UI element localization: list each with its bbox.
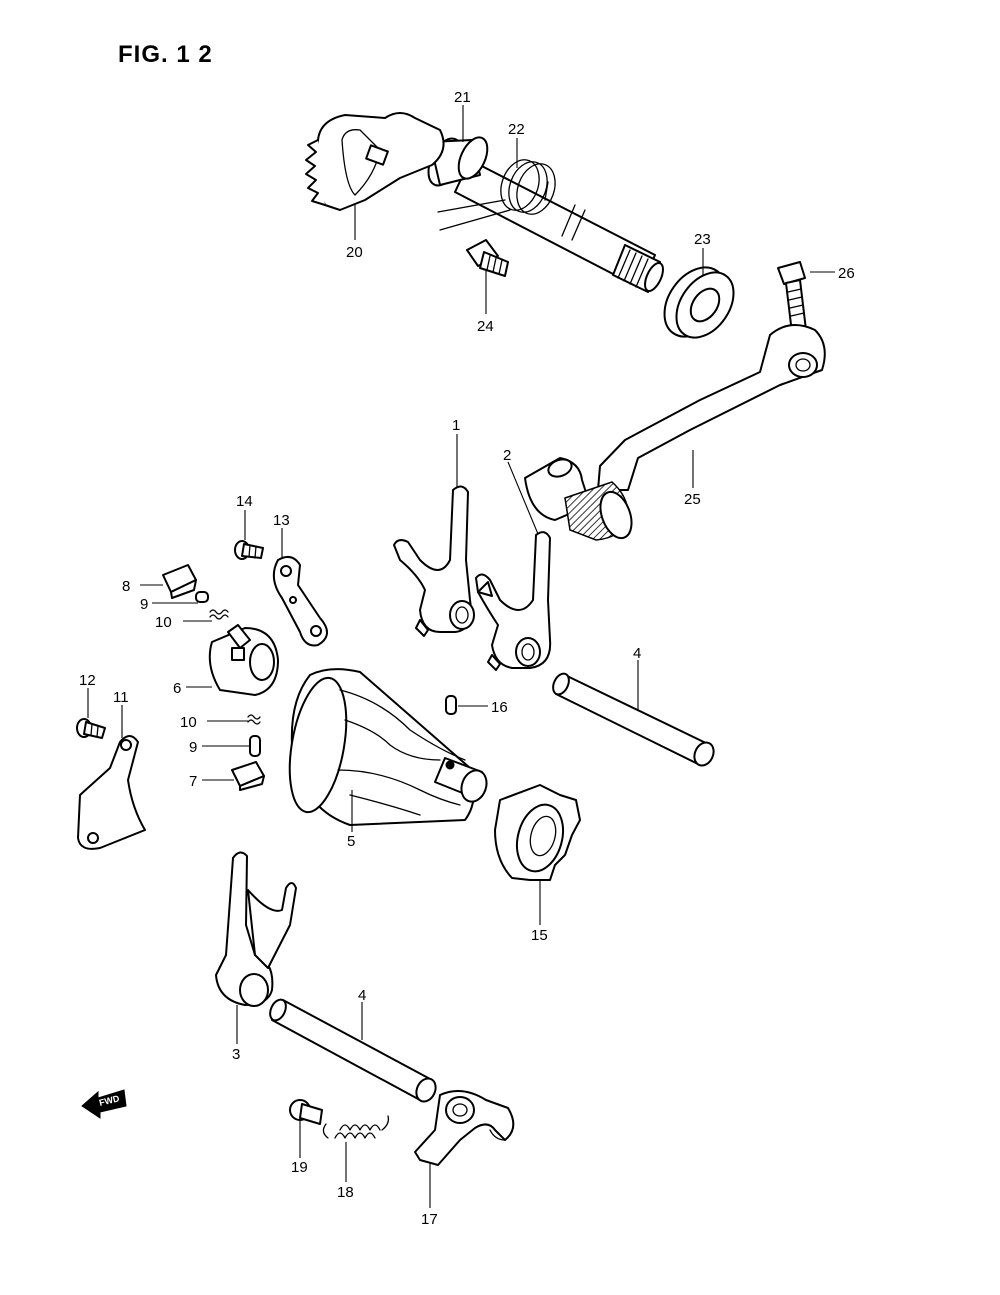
callout-4-lower: 4	[358, 987, 366, 1004]
callout-4-upper: 4	[633, 645, 641, 662]
stopper-spring-lower	[247, 714, 261, 725]
callout-20: 20	[346, 244, 363, 261]
callout-15: 15	[531, 927, 548, 944]
callout-14: 14	[236, 493, 253, 510]
gearshift-lever-assembly	[524, 261, 826, 541]
callout-22: 22	[508, 121, 525, 138]
callout-21: 21	[454, 89, 471, 106]
callout-2: 2	[503, 447, 511, 464]
cam-guide-screw	[234, 540, 264, 560]
callout-19: 19	[291, 1159, 308, 1176]
callout-9-upper: 9	[140, 596, 148, 613]
gearshift-lever	[597, 324, 826, 491]
fork-shaft-lower	[269, 998, 437, 1103]
fork-shaft-upper	[552, 672, 715, 767]
callout-16: 16	[491, 699, 508, 716]
figure-title: FIG. 1 2	[118, 41, 213, 68]
shift-fork-1	[393, 485, 475, 637]
callout-10-lower: 10	[180, 714, 197, 731]
shift-fork-3	[215, 851, 297, 1007]
stopper-spring-upper	[209, 609, 229, 620]
cam-stopper-plate	[77, 735, 146, 850]
callout-8: 8	[122, 578, 130, 595]
cam-arm-pivot-bolt	[289, 1099, 323, 1125]
cam-stopper-lower	[231, 761, 265, 791]
callout-9-lower: 9	[189, 739, 197, 756]
callout-25: 25	[684, 491, 701, 508]
callout-5: 5	[347, 833, 355, 850]
stopper-pin-lower	[249, 735, 261, 757]
callout-17: 17	[421, 1211, 438, 1228]
stopper-pin-upper	[195, 591, 209, 603]
callout-1: 1	[452, 417, 460, 434]
lever-clamp-bolt	[777, 261, 806, 285]
callout-12: 12	[79, 672, 96, 689]
callout-7: 7	[189, 773, 197, 790]
oil-seal	[663, 266, 735, 339]
gearshift-shaft-assembly	[305, 112, 735, 339]
stopper-plate-screw	[76, 718, 106, 739]
callout-6: 6	[173, 680, 181, 697]
gearshift-cam-drum	[288, 668, 488, 826]
callout-24: 24	[477, 318, 494, 335]
shift-fork-2	[475, 531, 552, 671]
cam-driven-arm	[414, 1090, 515, 1166]
gearshift-cam-driven-gear	[208, 624, 279, 696]
callout-numbers: 21 22 20 23 24 26 1 2 25 14 13 8 9 10 6 …	[79, 89, 855, 1228]
drum-pin	[445, 695, 457, 715]
callout-18: 18	[337, 1184, 354, 1201]
shift-stopper-bolt	[466, 239, 509, 277]
shift-shaft-return-spring	[437, 159, 556, 231]
cam-guide-plate	[272, 555, 328, 647]
callout-10-upper: 10	[155, 614, 172, 631]
callout-11: 11	[113, 689, 129, 706]
leader-lines	[87, 105, 835, 1208]
cam-arm-spring	[322, 1115, 390, 1139]
cam-stopper-upper	[162, 564, 197, 599]
callout-23: 23	[694, 231, 711, 248]
callout-3: 3	[232, 1046, 240, 1063]
gearshift-cam-stopper-gear	[494, 784, 581, 881]
fwd-label: FWD	[98, 1093, 121, 1108]
callout-13: 13	[273, 512, 290, 529]
forward-arrow-icon: FWD	[81, 1089, 127, 1119]
callout-26: 26	[838, 265, 855, 282]
